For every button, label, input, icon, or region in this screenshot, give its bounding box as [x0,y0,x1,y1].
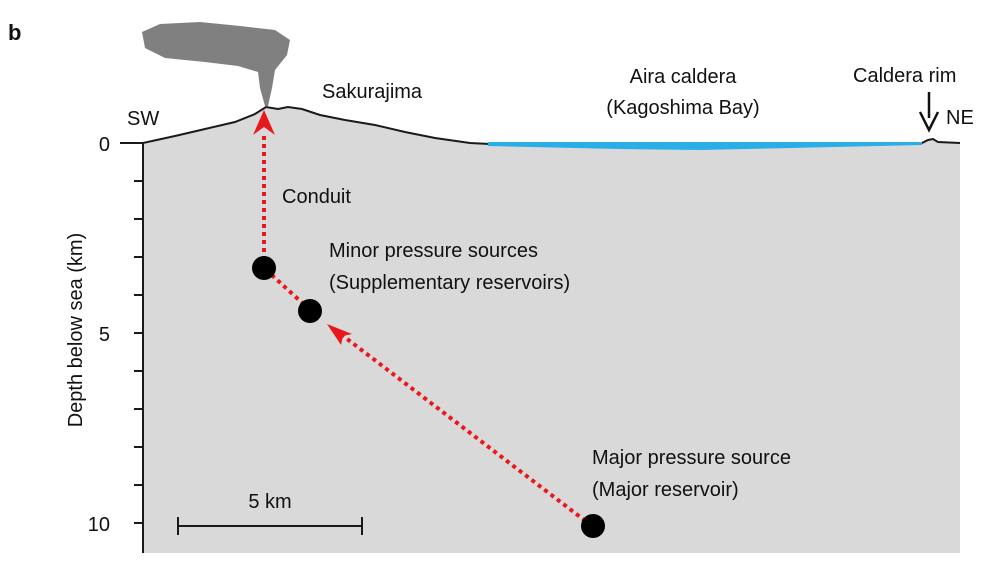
supplementary-reservoirs-label: (Supplementary reservoirs) [329,272,570,294]
depth-tick-label-10: 10 [88,514,110,536]
volcanic-plume [142,22,290,106]
minor-pressure-source-upper [252,256,276,280]
depth-tick-label-5: 5 [99,324,110,346]
major-reservoir-label: (Major reservoir) [592,479,739,501]
panel-label: b [8,20,21,45]
depth-axis-minor-ticks [134,142,143,524]
scale-bar-label: 5 km [248,491,291,513]
minor-pressure-source-lower [298,299,322,323]
major-pressure-source [581,514,605,538]
caldera-rim-arrow [918,92,940,133]
scale-bar [177,517,363,535]
kagoshima-bay-label: (Kagoshima Bay) [606,97,759,119]
minor-pressure-sources-label: Minor pressure sources [329,240,538,262]
conduit-label: Conduit [282,186,351,208]
aira-caldera-label: Aira caldera [630,66,738,88]
upward-arrowhead-reservoir [327,324,352,345]
depth-axis-label: Depth below sea (km) [65,233,87,428]
topography-line [120,105,961,145]
depth-tick-label-0: 0 [99,134,110,156]
upward-arrowhead-conduit [253,110,275,135]
major-pressure-source-label: Major pressure source [592,447,791,469]
caldera-rim-label: Caldera rim [853,65,956,87]
sw-direction-label: SW [127,108,159,130]
ne-direction-label: NE [946,107,974,129]
kagoshima-bay-water [488,142,922,150]
sakurajima-label: Sakurajima [322,81,423,103]
ground-cross-section [143,107,960,553]
